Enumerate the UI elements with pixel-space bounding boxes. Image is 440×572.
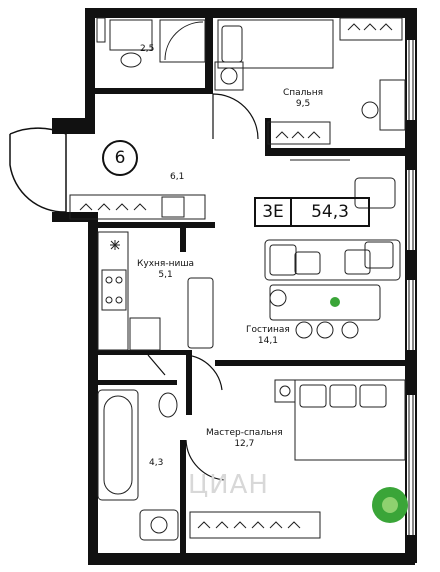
room-area: 14,1 (257, 336, 278, 346)
apartment-badge: 3E 54,3 (254, 197, 370, 227)
entry-number: 6 (102, 140, 138, 176)
room-name: Спальня (283, 88, 324, 98)
watermark: ЦИАН (188, 470, 269, 500)
room-area: 5,1 (158, 270, 173, 280)
interior-walls (95, 18, 410, 553)
room-area: 9,5 (295, 99, 311, 109)
room-area: 2,5 (140, 44, 155, 54)
room-area: 4,3 (149, 458, 164, 468)
plant-icon (330, 297, 408, 523)
room-label-small-bathroom: 2,5 (140, 44, 154, 55)
walls (52, 8, 417, 565)
living-room-furniture (264, 159, 401, 339)
room-label-bedroom: Спальня 9,5 (283, 88, 323, 110)
bathroom-fixtures (97, 389, 179, 541)
kitchen-fixtures (97, 231, 214, 351)
room-label-kitchen: Кухня-ниша 5,1 (137, 259, 194, 281)
entry-door (9, 127, 67, 213)
room-label-master-bedroom: Мастер-спальня 12,7 (206, 428, 283, 450)
master-bedroom-furniture (274, 379, 406, 461)
wardrobe-icons (69, 17, 403, 539)
bedroom-furniture (214, 19, 406, 131)
room-area: 12,7 (234, 439, 255, 449)
room-label-bathroom: 4,3 (149, 458, 163, 469)
total-area: 54,3 (311, 202, 349, 222)
room-label-hall: 6,1 (170, 172, 184, 183)
interior-doors (147, 93, 259, 481)
small-bathroom-fixtures (96, 17, 206, 68)
room-area: 6,1 (170, 172, 185, 182)
room-label-living: Гостиная 14,1 (246, 325, 290, 347)
room-count: 3E (256, 199, 292, 225)
room-name: Мастер-спальня (206, 428, 283, 438)
window-frames (408, 40, 414, 535)
room-name: Кухня-ниша (137, 259, 195, 269)
room-name: Гостиная (246, 325, 290, 335)
